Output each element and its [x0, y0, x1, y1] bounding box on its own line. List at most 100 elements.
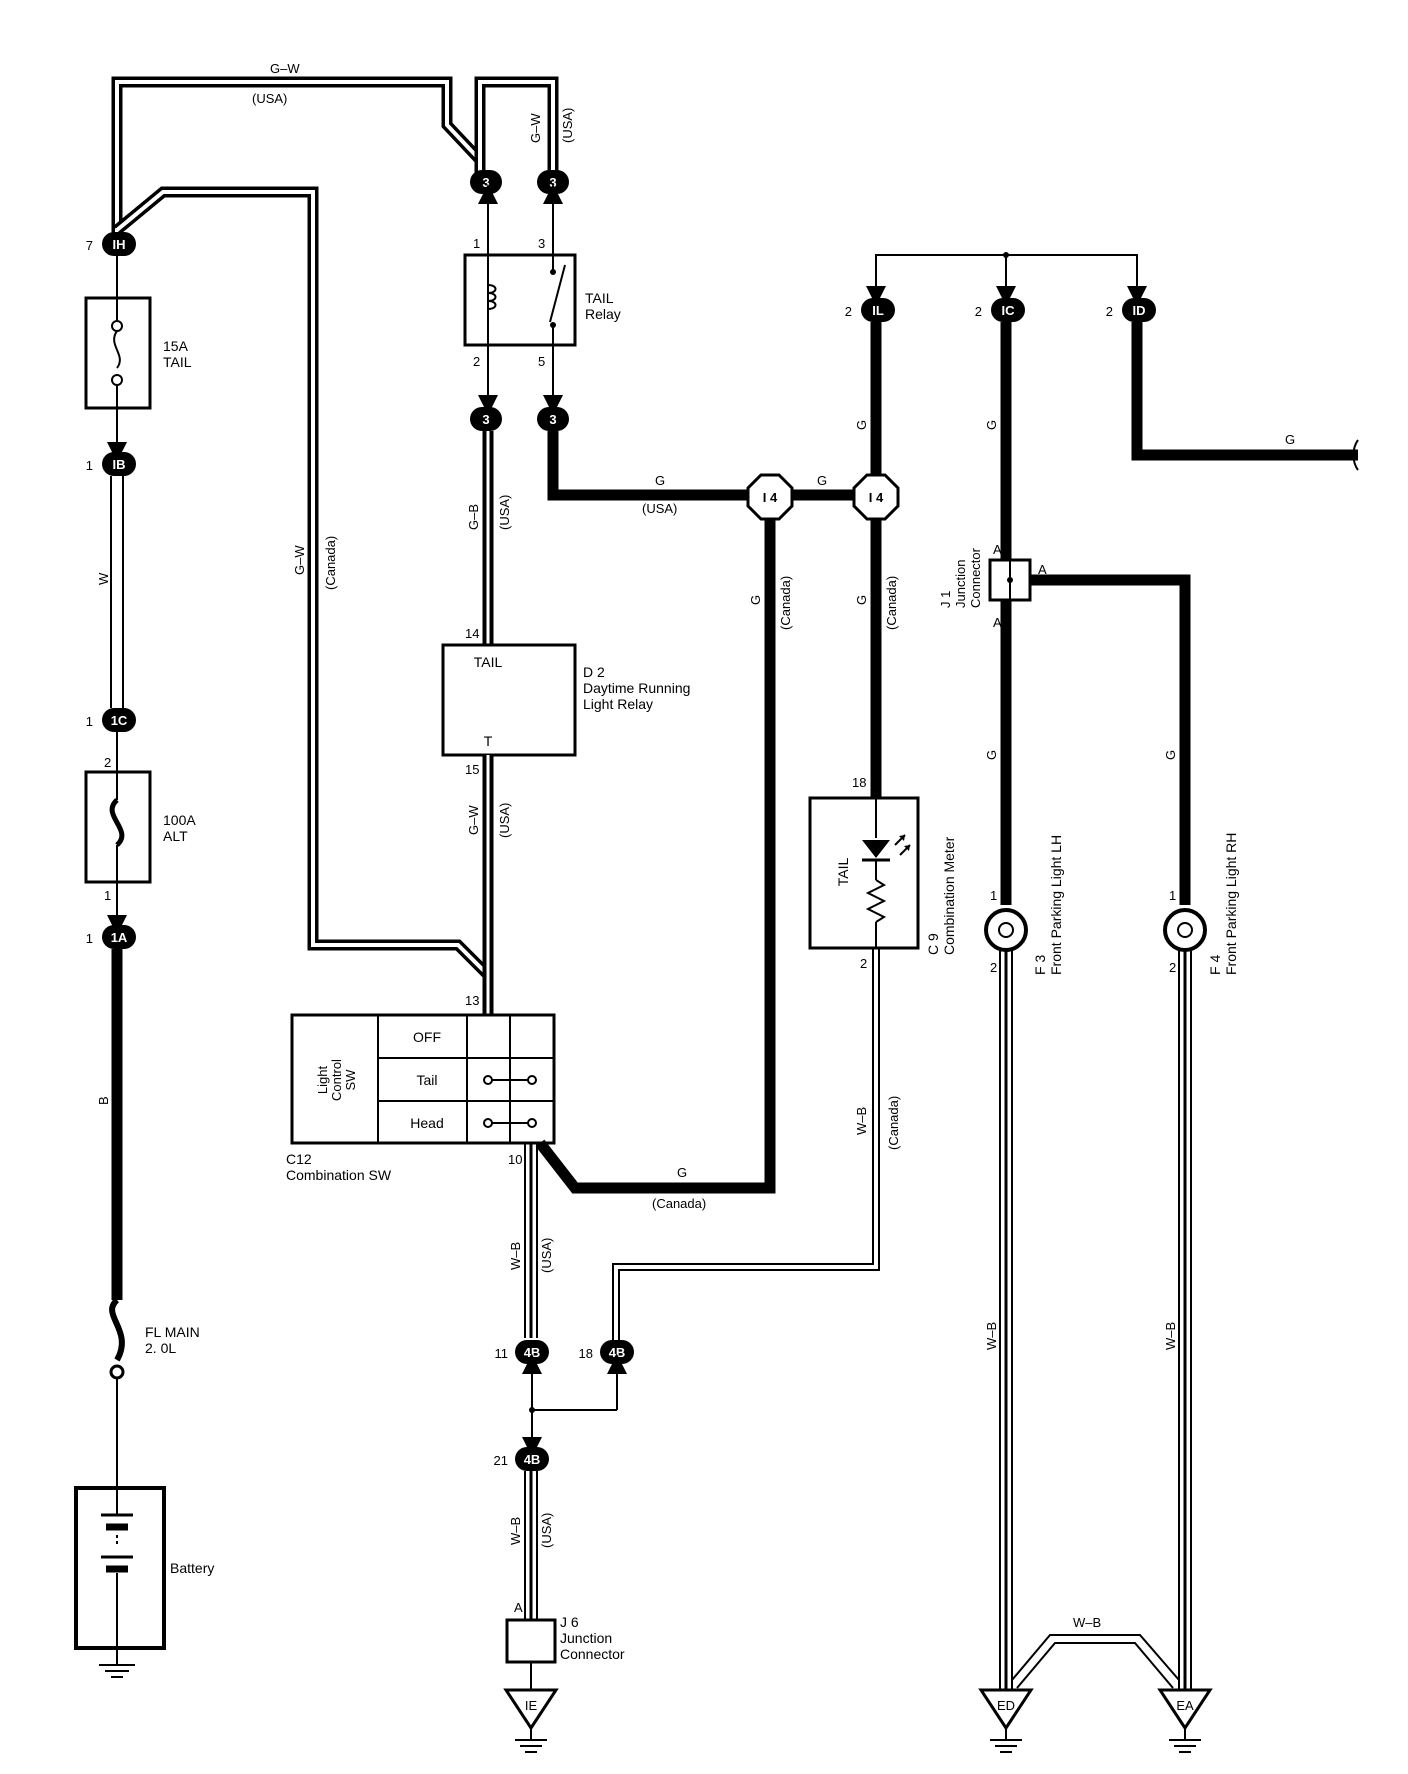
- c9-pin-18: 18: [852, 775, 866, 790]
- d2-name-1: Daytime Running: [583, 680, 690, 696]
- ground-ie-label: IE: [525, 1698, 538, 1713]
- connector-3-c: 3: [470, 407, 502, 431]
- wire-canada-bottom-label: (Canada): [652, 1196, 706, 1211]
- connector-4b-11: 4B 11: [495, 1340, 549, 1364]
- connector-3-c-label: 3: [482, 412, 489, 427]
- wire-gw-vert-label: G–W: [528, 113, 543, 143]
- d2-id: D 2: [583, 664, 605, 680]
- wire-g-canada: [535, 510, 776, 1194]
- c12-pin-10: 10: [508, 1152, 522, 1167]
- wire-usa-wb-label: (USA): [539, 1238, 554, 1273]
- wire-wb-meter-label: W–B: [854, 1107, 869, 1135]
- wire-canada-wb-label: (Canada): [886, 1096, 901, 1150]
- f3-pin-1: 1: [990, 888, 997, 903]
- wire-g-canada-v-label: G: [748, 595, 763, 605]
- d2-name-2: Light Relay: [583, 696, 653, 712]
- connector-i4-left: I 4: [746, 473, 794, 521]
- wire-g-usa: [547, 431, 855, 501]
- wire-g-usa-label: G: [655, 473, 665, 488]
- f3-id: F 3: [1032, 955, 1048, 975]
- j1-a-2: A: [1038, 562, 1047, 577]
- wire-gw-top-label: G–W: [270, 61, 300, 76]
- wire-wb-j6-label: W–B: [508, 1517, 523, 1545]
- daytime-running-light-relay: TAIL T D 2 Daytime Running Light Relay: [441, 643, 690, 757]
- wire-g-il-bot-label: G: [854, 595, 869, 605]
- wire-canada-g-v-label: (Canada): [778, 576, 793, 630]
- wire-canada-left-label: (Canada): [323, 536, 338, 590]
- relay-pin-2: 2: [473, 354, 480, 369]
- connector-4b-18-label: 4B: [609, 1345, 626, 1360]
- f3-name: Front Parking Light LH: [1048, 835, 1064, 975]
- connector-ib: IB 1: [86, 452, 136, 476]
- j1-name-2: Connector: [968, 547, 983, 608]
- connector-ib-label: IB: [113, 457, 126, 472]
- f4-pin-2: 2: [1169, 960, 1176, 975]
- wire-w: [110, 476, 124, 708]
- ground-ea: EA: [1157, 1688, 1213, 1753]
- fuse-tail: 15A TAIL: [84, 296, 192, 410]
- c12-id: C12: [286, 1151, 312, 1167]
- wire-gb-label: G–B: [466, 504, 481, 530]
- alt-pin-2: 2: [104, 755, 111, 770]
- wire-gw-lower-label: G–W: [466, 805, 481, 835]
- wire-usa-g-label: (USA): [642, 501, 677, 516]
- f4-pin-1: 1: [1169, 888, 1176, 903]
- wire-wb-bottom-label: W–B: [1073, 1615, 1101, 1630]
- j6-id: J 6: [560, 1614, 579, 1630]
- connector-ih-label: IH: [113, 237, 126, 252]
- d2-pin-15: 15: [465, 762, 479, 777]
- connector-1c-label: 1C: [111, 713, 128, 728]
- j6-a: A: [514, 1600, 523, 1615]
- battery: Battery: [74, 1486, 214, 1650]
- relay-name-2: Relay: [585, 306, 621, 322]
- wire-wb-bottom: [1011, 1634, 1180, 1689]
- switch-label-1: Light: [315, 1066, 330, 1095]
- switch-head: Head: [410, 1115, 443, 1131]
- connector-1a-label: 1A: [111, 930, 128, 945]
- fuse-fl-main: FL MAIN 2. 0L: [109, 1297, 200, 1380]
- wire-usa-vert-label: (USA): [560, 108, 575, 143]
- connector-4b-21: 4B 21: [494, 1447, 549, 1471]
- alt-pin-1: 1: [104, 888, 111, 903]
- connector-1c-pin: 1: [86, 714, 93, 729]
- f3-pin-2: 2: [990, 960, 997, 975]
- wire-wb-usa-label: W–B: [508, 1242, 523, 1270]
- connector-il-label: IL: [872, 303, 884, 318]
- wire-wb-f3-label: W–B: [984, 1322, 999, 1350]
- wire-wb-j6: [524, 1471, 538, 1625]
- connector-i4-right-label: I 4: [869, 490, 884, 505]
- left-power-feed: IH 7 15A TAIL IB 1 W 1C 1 2: [74, 76, 559, 1678]
- fuse-alt-amp: 100A: [163, 812, 196, 828]
- connector-ic-pin: 2: [975, 304, 982, 319]
- combination-meter: TAIL C 9 Combination Meter 2: [808, 796, 957, 971]
- connector-4b-18: 4B 18: [579, 1340, 634, 1364]
- f4-name: Front Parking Light RH: [1223, 833, 1239, 975]
- j1-a-3: A: [993, 615, 1002, 630]
- connector-i4-left-label: I 4: [763, 490, 778, 505]
- relay-name-1: TAIL: [585, 290, 614, 306]
- connector-3-a-label: 3: [482, 175, 489, 190]
- wire-wb-f4: [1178, 950, 1192, 1690]
- connector-3-d-label: 3: [549, 412, 556, 427]
- wire-g-ic-label: G: [984, 420, 999, 430]
- d2-t: T: [484, 733, 493, 749]
- f4-id: F 4: [1207, 955, 1223, 975]
- connector-1a: 1A 1: [86, 925, 136, 949]
- wire-canada-il-label: (Canada): [884, 576, 899, 630]
- wire-usa-top-label: (USA): [252, 91, 287, 106]
- j6-name-1: Junction: [560, 1630, 612, 1646]
- wire-g-mid-label: G: [817, 473, 827, 488]
- ground-ed-label: ED: [997, 1698, 1015, 1713]
- connector-ic-label: IC: [1002, 303, 1016, 318]
- wire-b-label: B: [96, 1096, 111, 1105]
- connector-ih-pin: 7: [86, 238, 93, 253]
- switch-tail-contact: [483, 1075, 537, 1085]
- connector-ic: IC 2: [975, 298, 1025, 322]
- c9-tail: TAIL: [835, 858, 851, 887]
- wire-wb-f3: [999, 950, 1013, 1690]
- wire-usa-gw-lower-label: (USA): [497, 803, 512, 838]
- relay-pin-3: 3: [538, 236, 545, 251]
- connector-id-pin: 2: [1106, 304, 1113, 319]
- wire-usa-j6-label: (USA): [539, 1513, 554, 1548]
